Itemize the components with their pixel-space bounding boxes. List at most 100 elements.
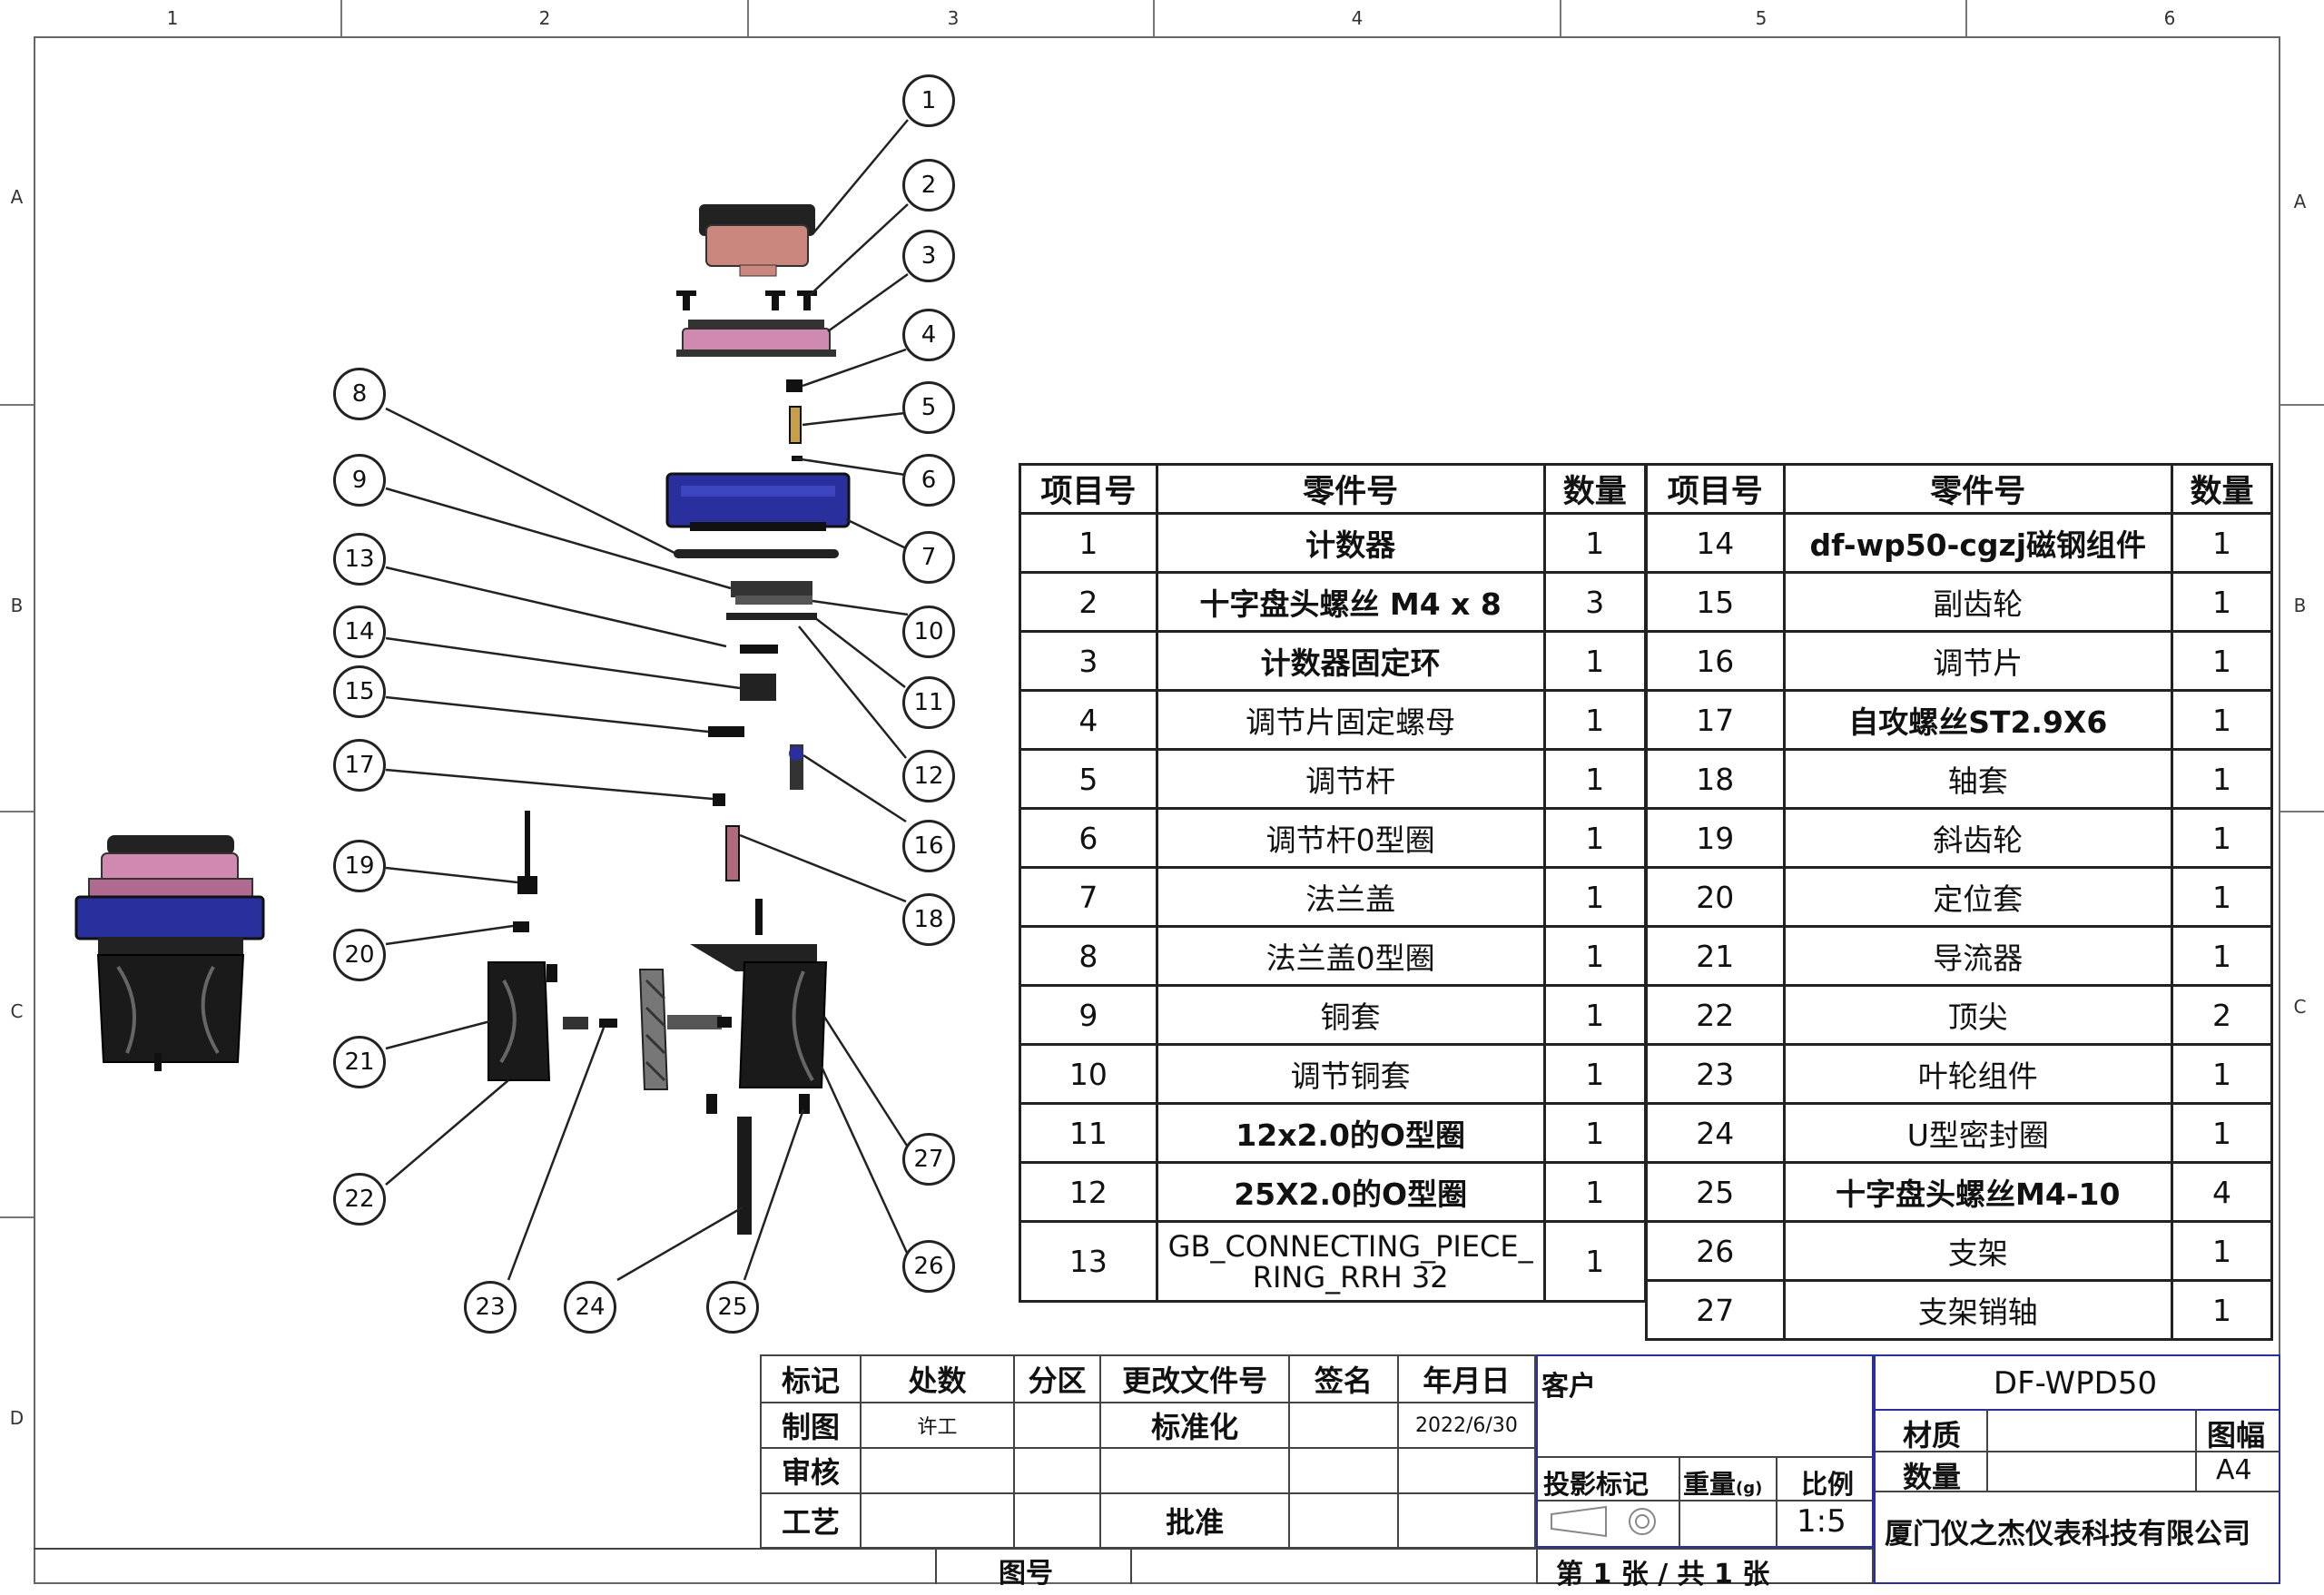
bom-part-name: 计数器固定环 xyxy=(1155,630,1546,692)
bom-part-name: 斜齿轮 xyxy=(1782,807,2173,869)
bom-item-no: 18 xyxy=(1645,748,1786,810)
bom-item-no: 22 xyxy=(1645,984,1786,1046)
bom-header-item-no: 项目号 xyxy=(1019,463,1158,515)
divider xyxy=(2195,1409,2197,1491)
empty-cell xyxy=(1287,1447,1399,1494)
callout-15: 15 xyxy=(333,665,386,718)
bom-qty: 1 xyxy=(2170,866,2274,928)
zone-col-6: 6 xyxy=(2163,7,2176,29)
bom-part-name: 定位套 xyxy=(1782,866,2173,928)
approve-label: 批准 xyxy=(1099,1492,1290,1549)
callout-10: 10 xyxy=(902,606,955,658)
bom-part-name: U型密封圈 xyxy=(1782,1102,2173,1164)
bom-part-name: 自攻螺丝ST2.9X6 xyxy=(1782,689,2173,751)
sheet-size-label: 图幅 xyxy=(2207,1418,2266,1452)
zone-row-c-right: C xyxy=(2293,996,2307,1018)
bom-item-no: 21 xyxy=(1645,925,1786,987)
zone-row-a: A xyxy=(10,186,24,208)
bom-part-name: 调节片 xyxy=(1782,630,2173,692)
callout-5: 5 xyxy=(902,381,955,434)
callout-17: 17 xyxy=(333,739,386,792)
bom-item-no: 3 xyxy=(1019,630,1158,692)
divider xyxy=(1876,1451,2279,1452)
bom-qty: 1 xyxy=(2170,630,2274,692)
bom-header-item-no: 项目号 xyxy=(1645,463,1786,515)
bom-part-name: 副齿轮 xyxy=(1782,571,2173,633)
bom-qty: 1 xyxy=(1542,866,1648,928)
bom-item-no: 16 xyxy=(1645,630,1786,692)
zone-col-1: 1 xyxy=(166,7,179,29)
bom-header-row: 项目号 零件号 数量 xyxy=(1645,463,2274,515)
bom-item-no: 11 xyxy=(1019,1102,1158,1164)
material-label: 材质 xyxy=(1903,1418,1962,1452)
callout-4: 4 xyxy=(902,309,955,361)
bom-item-no: 25 xyxy=(1645,1161,1786,1223)
bom-qty: 3 xyxy=(1542,571,1648,633)
sheet-size-value: A4 xyxy=(2216,1454,2252,1486)
zone-tick xyxy=(2280,404,2324,406)
bom-qty: 1 xyxy=(1542,1043,1648,1105)
bom-header-qty: 数量 xyxy=(1542,463,1648,515)
empty-cell xyxy=(1012,1402,1102,1449)
bom-item-no: 6 xyxy=(1019,807,1158,869)
rev-zone-label: 分区 xyxy=(1012,1354,1102,1403)
callout-20: 20 xyxy=(333,929,386,981)
bom-item-no: 2 xyxy=(1019,571,1158,633)
bom-item-no: 10 xyxy=(1019,1043,1158,1105)
drawn-label: 制图 xyxy=(759,1402,862,1449)
bom-item-no: 15 xyxy=(1645,571,1786,633)
bom-qty: 1 xyxy=(1542,630,1648,692)
quantity-label: 数量 xyxy=(1903,1460,1962,1494)
divider xyxy=(1538,1500,1872,1501)
bom-part-name: 导流器 xyxy=(1782,925,2173,987)
bom-part-name: 十字盘头螺丝 M4 x 8 xyxy=(1155,571,1546,633)
bom-item-no: 5 xyxy=(1019,748,1158,810)
bom-qty: 1 xyxy=(1542,512,1648,574)
bom-item-no: 27 xyxy=(1645,1279,1786,1341)
bom-qty: 1 xyxy=(1542,748,1648,810)
empty-cell xyxy=(1396,1447,1537,1494)
bom-item-no: 9 xyxy=(1019,984,1158,1046)
bom-qty: 1 xyxy=(2170,1043,2274,1105)
divider xyxy=(935,1548,937,1584)
leader-lines xyxy=(385,119,909,1282)
empty-cell xyxy=(1012,1447,1102,1494)
bom-part-name: 法兰盖 xyxy=(1155,866,1546,928)
bom-part-name: GB_CONNECTING_PIECE_RING_RRH 32 xyxy=(1155,1220,1546,1303)
standardize-label: 标准化 xyxy=(1099,1402,1290,1449)
zone-tick xyxy=(2280,811,2324,812)
empty-cell xyxy=(1012,1492,1102,1549)
sheet-count: 第 1 张 / 共 1 张 xyxy=(1556,1559,1770,1590)
bom-part-name: 调节铜套 xyxy=(1155,1043,1546,1105)
revision-block: 标记 处数 分区 更改文件号 签名 年月日 制图 许工 标准化 2022/6/3… xyxy=(759,1354,1537,1549)
weight-text: 重量 xyxy=(1683,1469,1737,1500)
bom-item-no: 14 xyxy=(1645,512,1786,574)
bom-qty: 1 xyxy=(2170,1102,2274,1164)
bom-part-name: 顶尖 xyxy=(1782,984,2173,1046)
bom-qty: 1 xyxy=(2170,689,2274,751)
callout-21: 21 xyxy=(333,1036,386,1088)
bom-qty: 1 xyxy=(2170,807,2274,869)
zone-tick xyxy=(0,811,34,812)
callout-25: 25 xyxy=(706,1281,759,1334)
weight-unit: (g) xyxy=(1736,1479,1763,1498)
callout-9: 9 xyxy=(333,454,386,507)
empty-cell xyxy=(1287,1402,1399,1449)
zone-col-4: 4 xyxy=(1351,7,1364,29)
bom-header-part-no: 零件号 xyxy=(1155,463,1546,515)
divider xyxy=(1679,1456,1680,1547)
bom-part-name: 支架 xyxy=(1782,1220,2173,1282)
bom-header-row: 项目号 零件号 数量 xyxy=(1019,463,1648,515)
empty-cell xyxy=(860,1492,1015,1549)
zone-tick xyxy=(340,0,342,36)
divider xyxy=(1776,1456,1777,1547)
